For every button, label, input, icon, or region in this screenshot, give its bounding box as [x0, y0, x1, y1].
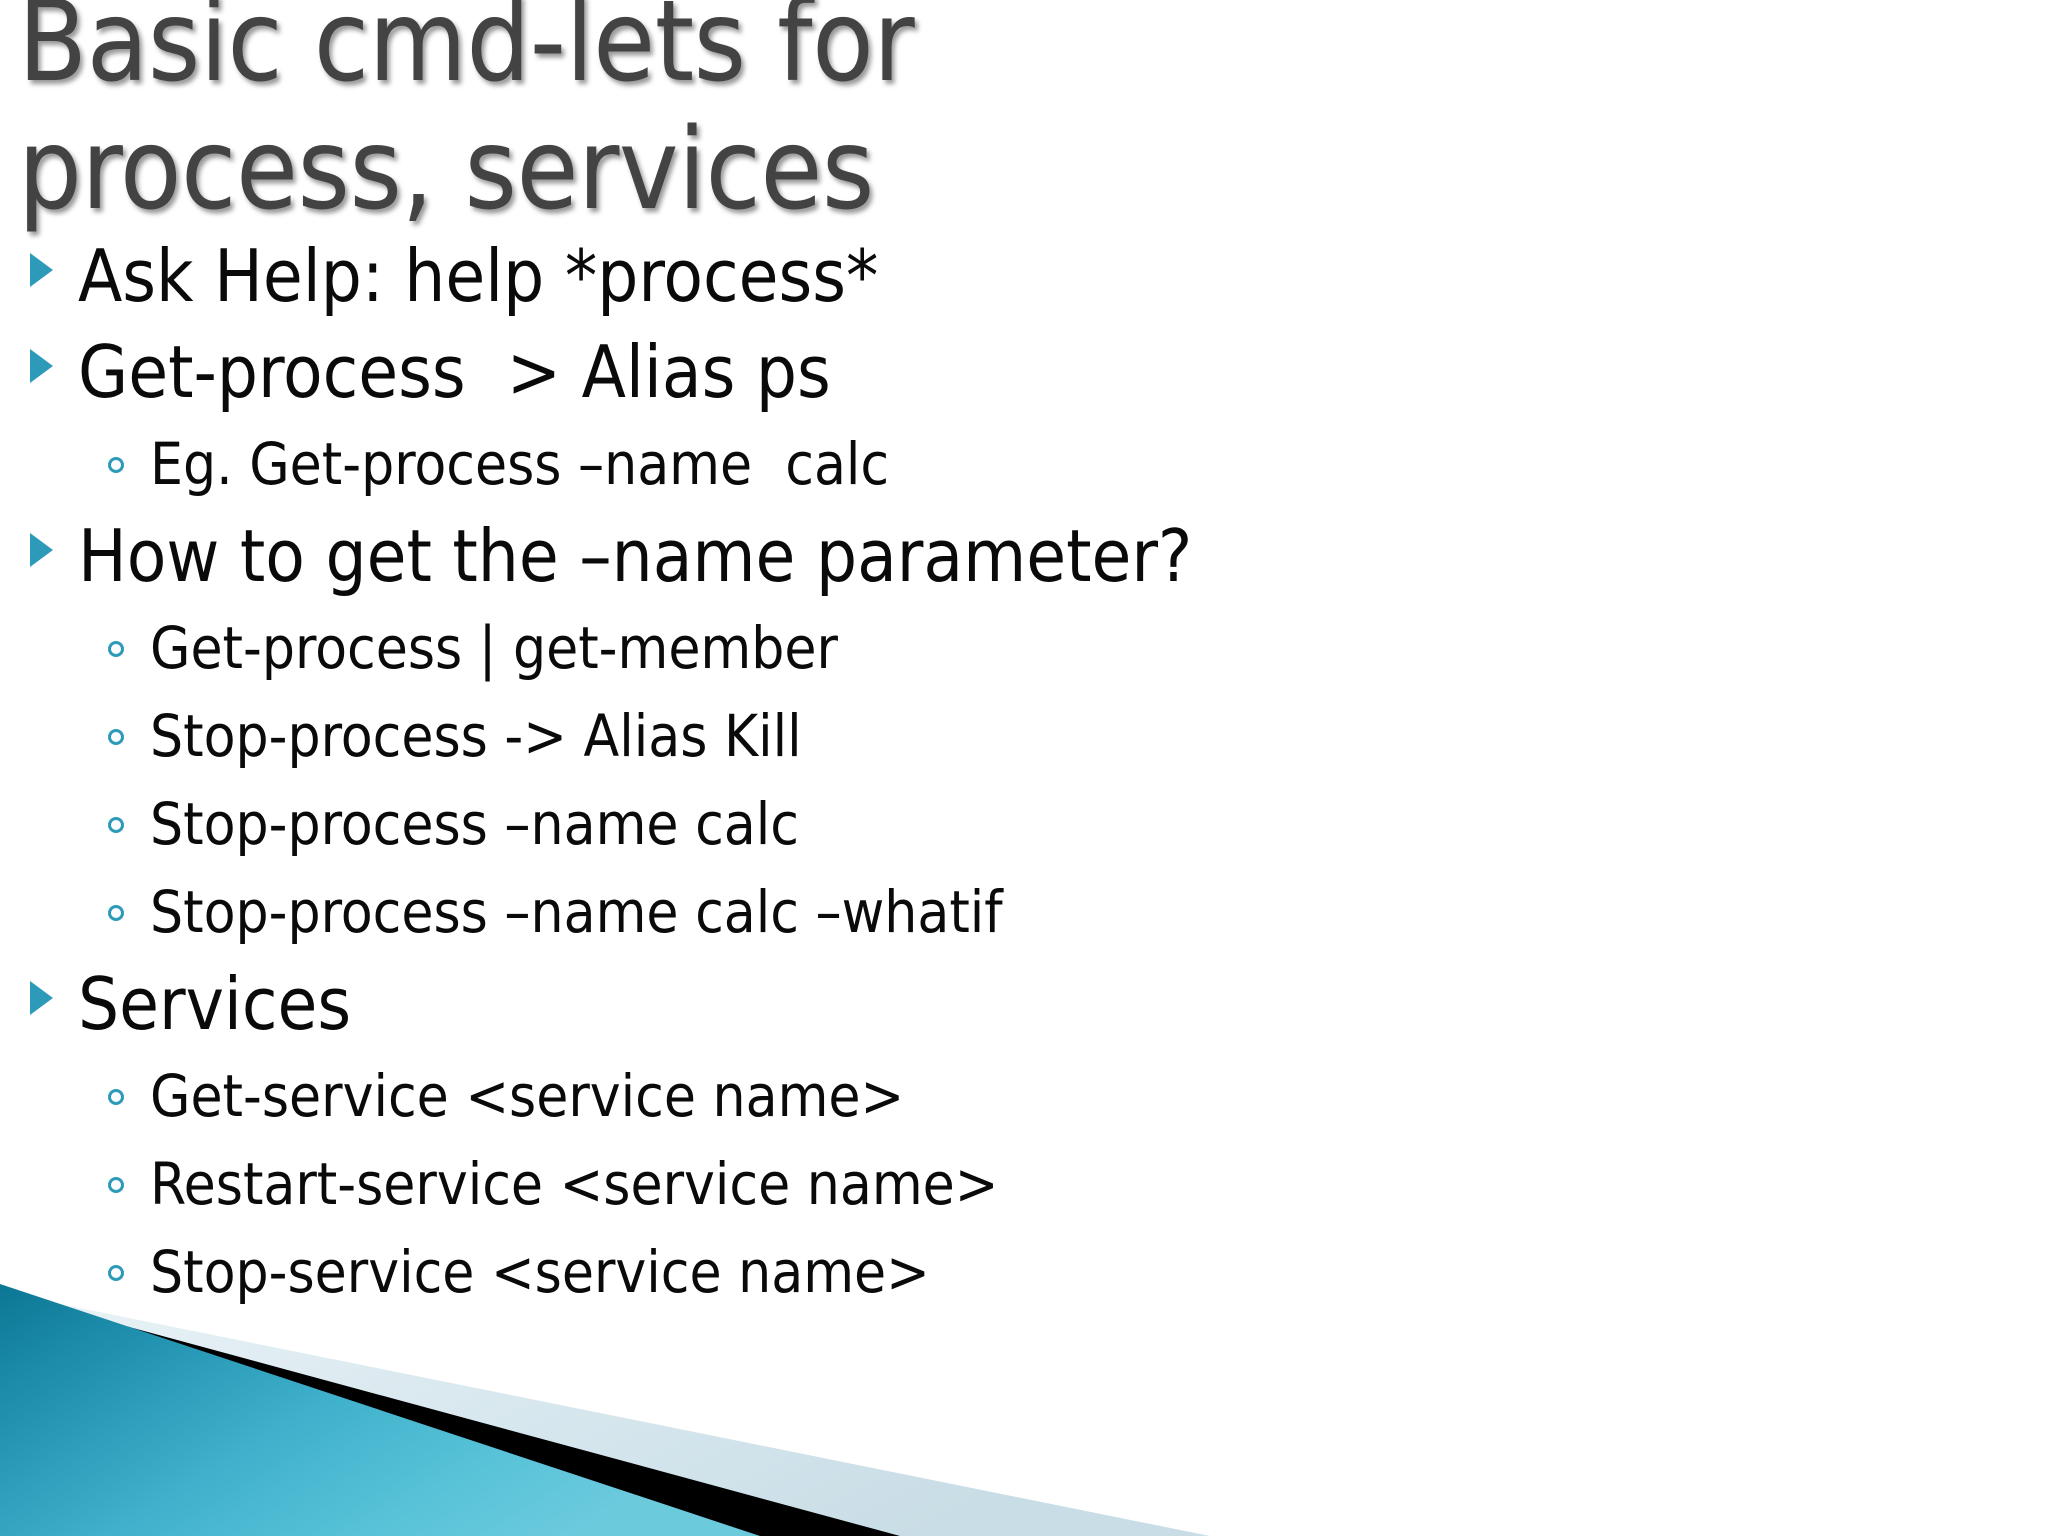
bullet-item-level2: Get-service <service name>	[0, 1052, 1700, 1140]
triangle-bullet-icon	[30, 253, 78, 287]
bullet-text: Services	[78, 962, 352, 1046]
triangle-bullet-icon	[30, 981, 78, 1015]
bullet-item-level2: Eg. Get-process –name calc	[0, 420, 1700, 508]
bullet-item-level1: Services	[0, 956, 1700, 1052]
triangle-bullet-icon-glyph	[30, 349, 53, 383]
bullet-item-level2: Stop-process -> Alias Kill	[0, 692, 1700, 780]
slide-body-content: Ask Help: help *process* Get-process > Al…	[0, 228, 1700, 1316]
circle-bullet-icon	[108, 905, 150, 921]
bullet-item-level2: Restart-service <service name>	[0, 1140, 1700, 1228]
bullet-text: Restart-service <service name>	[150, 1150, 999, 1218]
circle-bullet-icon	[108, 1089, 150, 1105]
triangle-bullet-icon	[30, 533, 78, 567]
circle-bullet-icon-glyph	[108, 457, 124, 473]
decor-black-stripe	[0, 1292, 900, 1536]
bullet-text: How to get the –name parameter?	[78, 514, 1193, 598]
bullet-item-level1: Ask Help: help *process*	[0, 228, 1700, 324]
bullet-text: Stop-process -> Alias Kill	[150, 702, 802, 770]
circle-bullet-icon	[108, 729, 150, 745]
bullet-item-level2: Stop-process –name calc	[0, 780, 1700, 868]
circle-bullet-icon-glyph	[108, 817, 124, 833]
bullet-text: Stop-process –name calc –whatif	[150, 878, 1003, 946]
circle-bullet-icon-glyph	[108, 729, 124, 745]
triangle-bullet-icon-glyph	[30, 253, 53, 287]
circle-bullet-icon-glyph	[108, 1089, 124, 1105]
decor-teal-wedge	[0, 1284, 760, 1536]
circle-bullet-icon	[108, 1265, 150, 1281]
bullet-text: Ask Help: help *process*	[78, 234, 879, 318]
slide-title: Basic cmd-lets for process, services	[18, 0, 915, 235]
bullet-item-level1: Get-process > Alias ps	[0, 324, 1700, 420]
bullet-text: Stop-service <service name>	[150, 1238, 930, 1306]
circle-bullet-icon	[108, 641, 150, 657]
bullet-text: Get-service <service name>	[150, 1062, 905, 1130]
circle-bullet-icon-glyph	[108, 1177, 124, 1193]
bullet-item-level1: How to get the –name parameter?	[0, 508, 1700, 604]
bullet-item-level2: Get-process | get-member	[0, 604, 1700, 692]
triangle-bullet-icon-glyph	[30, 981, 53, 1015]
triangle-bullet-icon	[30, 349, 78, 383]
triangle-bullet-icon-glyph	[30, 533, 53, 567]
circle-bullet-icon-glyph	[108, 1265, 124, 1281]
circle-bullet-icon-glyph	[108, 905, 124, 921]
bullet-text: Eg. Get-process –name calc	[150, 430, 890, 498]
circle-bullet-icon	[108, 817, 150, 833]
circle-bullet-icon-glyph	[108, 641, 124, 657]
circle-bullet-icon	[108, 457, 150, 473]
bullet-item-level2: Stop-service <service name>	[0, 1228, 1700, 1316]
bullet-text: Stop-process –name calc	[150, 790, 799, 858]
decor-light-band	[0, 1292, 1210, 1536]
bullet-text: Get-process | get-member	[150, 614, 838, 682]
circle-bullet-icon	[108, 1177, 150, 1193]
bullet-text: Get-process > Alias ps	[78, 330, 831, 414]
bullet-item-level2: Stop-process –name calc –whatif	[0, 868, 1700, 956]
